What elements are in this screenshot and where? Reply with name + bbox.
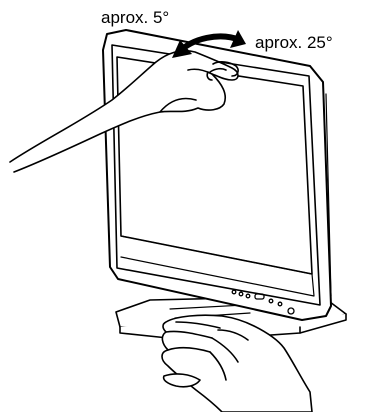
back-tilt-label: aprox. 5° bbox=[101, 9, 169, 26]
forward-tilt-label: aprox. 25° bbox=[255, 34, 333, 51]
